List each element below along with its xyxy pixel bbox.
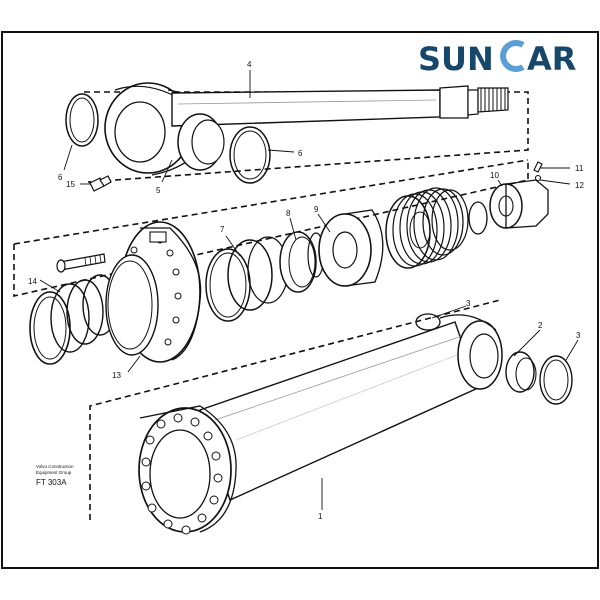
cylinder-barrel-part bbox=[138, 314, 503, 535]
callout-7: 7 bbox=[220, 225, 225, 234]
barrel-bushing-part bbox=[505, 351, 537, 393]
callout-1: 1 bbox=[318, 512, 323, 521]
grease-nipple-part bbox=[89, 175, 112, 192]
caption-line-2: Equipment Group bbox=[36, 470, 72, 475]
callout-14: 14 bbox=[28, 277, 37, 286]
callout-13: 13 bbox=[112, 371, 121, 380]
steel-ball-part bbox=[534, 174, 542, 182]
callout-15: 15 bbox=[66, 180, 75, 189]
barrel-retaining-ring-top bbox=[415, 313, 441, 331]
bottom-group-dashed-bracket bbox=[89, 299, 501, 520]
cylinder-head-piston-group bbox=[13, 159, 549, 365]
callout-2: 2 bbox=[538, 321, 543, 330]
svg-text:AR: AR bbox=[527, 40, 576, 78]
diagram-frame bbox=[1, 31, 599, 569]
callout-11: 11 bbox=[575, 164, 584, 173]
callout-9: 9 bbox=[314, 205, 319, 214]
callout-10: 10 bbox=[490, 171, 499, 180]
piston-rod-group bbox=[65, 82, 529, 192]
rod-seal-set bbox=[29, 274, 118, 365]
callout-5: 5 bbox=[156, 186, 161, 195]
cylinder-barrel-group bbox=[89, 299, 573, 535]
svg-text:SUN: SUN bbox=[418, 40, 494, 78]
retaining-ring-left bbox=[65, 93, 99, 147]
caption-code: FT 303A bbox=[36, 478, 67, 487]
o-ring-part bbox=[468, 201, 488, 235]
piston-rod-shaft bbox=[171, 85, 509, 127]
bushing-part bbox=[177, 113, 225, 171]
piston-part bbox=[318, 209, 384, 287]
callout-12: 12 bbox=[575, 181, 584, 190]
retaining-ring-right bbox=[229, 126, 271, 184]
suncar-logo: SUN AR bbox=[418, 40, 576, 78]
callout-3-top: 3 bbox=[466, 299, 471, 308]
set-screw-part bbox=[533, 161, 543, 173]
caption-line-1: Volvo Construction bbox=[36, 464, 74, 469]
piston-nut-part bbox=[489, 179, 549, 229]
logo-c-mark bbox=[500, 40, 525, 72]
leader-lines bbox=[39, 70, 579, 510]
middle-group-dashed-bracket bbox=[13, 160, 529, 298]
callout-8: 8 bbox=[286, 209, 291, 218]
barrel-retaining-ring-right bbox=[539, 355, 573, 405]
head-bolt-part bbox=[56, 253, 106, 273]
callout-6-left: 6 bbox=[58, 173, 63, 182]
callout-4: 4 bbox=[247, 60, 252, 69]
cylinder-head-part bbox=[105, 221, 202, 363]
piston-seal-pack bbox=[385, 187, 469, 269]
callout-3-right: 3 bbox=[576, 331, 581, 340]
middle-group-dashed-top bbox=[13, 159, 529, 245]
callout-6-right: 6 bbox=[298, 149, 303, 158]
piston-seal-part bbox=[279, 231, 325, 293]
diagram-caption: Volvo Construction Equipment Group FT 30… bbox=[36, 464, 74, 487]
